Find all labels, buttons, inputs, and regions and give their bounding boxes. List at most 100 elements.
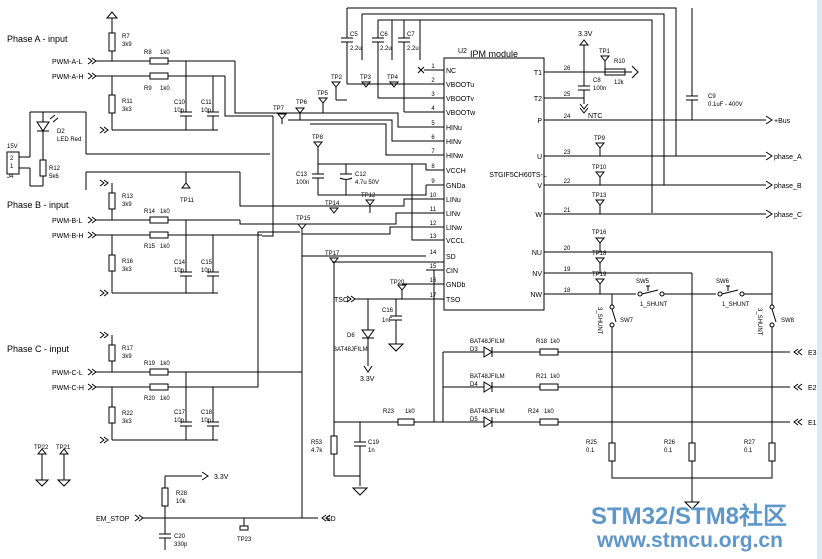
tp22: TP22 [34, 445, 50, 487]
tp9: TP9 [594, 136, 606, 156]
ipm-pin-number: 17 [430, 293, 437, 299]
ipm-pin-number: 18 [564, 288, 571, 294]
c6-val: 2.2u [380, 46, 392, 52]
r19-val: 1k0 [160, 361, 170, 367]
ipm-pin-name: T1 [534, 70, 542, 77]
ipm-pin-number: 21 [564, 208, 571, 214]
plus-bus-arrow-icon [765, 115, 773, 125]
ipm-pin-name: U [537, 154, 542, 161]
r15-val: 1k0 [160, 244, 170, 250]
net-phase-a-out: phase_A [774, 154, 802, 161]
testpoints: TP1 TP2 TP3 TP4 TP5 TP6 TP7 TP8 TP9 TP10… [34, 49, 611, 487]
r14-val: 1k0 [160, 209, 170, 215]
sw7-ref[interactable]: SW7 [620, 318, 634, 324]
c16-val: 1nF [382, 318, 393, 324]
tp15-label: TP15 [296, 216, 311, 222]
r11-ref: R11 [122, 99, 133, 105]
r28-ref: R28 [176, 491, 188, 497]
sw6-val[interactable]: 1_SHUNT [722, 302, 750, 308]
ipm-pin-name: GNDa [446, 183, 466, 190]
r24-val: 1k0 [544, 409, 554, 415]
d2-ref: D2 [57, 129, 65, 135]
net-pwm-b-l: PWM-B-L [52, 218, 82, 225]
r8-ref: R8 [144, 50, 152, 56]
c12-ref: C12 [355, 172, 367, 178]
ipm-pin-name: GNDb [446, 282, 466, 289]
r28-v33-arrow-icon [201, 471, 209, 481]
net-3v3-top: 3.3V [578, 31, 593, 38]
r17-val: 3k9 [122, 354, 132, 360]
ipm-pin-number: 23 [564, 150, 571, 156]
c8-val: 100n [593, 86, 606, 92]
sw6-ref[interactable]: SW6 [716, 279, 730, 285]
pwm-b-h-connector-icon [87, 231, 97, 239]
phase-a-title: Phase A - input [7, 34, 68, 44]
c14-val: 10p [174, 268, 185, 274]
tp6: TP6 [294, 100, 308, 120]
c18-ref: C18 [201, 410, 213, 416]
r9-ref: R9 [144, 86, 152, 92]
ipm-pin-number: 5 [431, 121, 435, 127]
r22-ref: R22 [122, 411, 134, 417]
ipm-pin-name: NU [532, 250, 542, 257]
ipm-pin-number: 16 [430, 278, 437, 284]
ground-c19-icon [351, 487, 369, 496]
ipm-ref: U2 [458, 48, 467, 55]
ipm-pin-name: VBOOTu [446, 82, 474, 89]
ipm-pin-number: 24 [564, 114, 571, 120]
sw8-ref[interactable]: SW8 [781, 318, 795, 324]
r26-val: 0.1 [664, 448, 673, 454]
pwm-a-l-connector-icon [87, 57, 97, 65]
bootstrap-caps: C5 2.2u C6 2.2u C7 2.2u [341, 7, 677, 213]
ipm-pin-name: SD [446, 254, 456, 261]
led-indicator: 15V 2 1 J4 D2 LED Red R12 5k6 [6, 111, 270, 187]
sw8-val[interactable]: 3_SHUNT [756, 308, 762, 336]
c20-val: 330p [174, 542, 188, 548]
phase-b-out-arrow-icon [765, 180, 773, 190]
r25-val: 0.1 [586, 448, 595, 454]
net-e2: E2 [808, 385, 817, 392]
phase-a-out-arrow-icon [765, 151, 773, 161]
sw7-val[interactable]: 3_SHUNT [596, 307, 602, 335]
c10-ref: C10 [174, 100, 186, 106]
ipm-module: IPM module U2 STGIF5CH60TS-L 1NC2VBOOTu3… [430, 48, 571, 311]
net-plus-bus: +Bus [774, 118, 791, 125]
r12-ref: R12 [49, 166, 61, 172]
tp18-label: TP18 [592, 251, 607, 257]
ipm-title: IPM module [470, 49, 518, 59]
d4-val: BAT48JFILM [470, 374, 505, 380]
tp7: TP7 [273, 106, 288, 124]
phase-c-out-arrow-icon [765, 209, 773, 219]
ipm-pin-number: 3 [431, 92, 435, 98]
tp20: TP20 [390, 280, 408, 299]
net-em-stop: EM_STOP [96, 516, 130, 523]
tp2-label: TP2 [331, 75, 343, 81]
net-pwm-a-h: PWM-A-H [52, 74, 84, 81]
r27-val: 0.1 [744, 448, 753, 454]
c6-ref: C6 [380, 32, 388, 38]
ipm-pin-name: NV [532, 271, 542, 278]
sw5-val[interactable]: 1_SHUNT [640, 302, 668, 308]
ipm-pin-number: 22 [564, 179, 571, 185]
vdd-arrow-icon [105, 11, 119, 19]
ipm-pin-number: 4 [431, 106, 435, 112]
ipm-pin-number: 6 [431, 135, 435, 141]
r17-ref: R17 [122, 346, 134, 352]
tp1-label: TP1 [599, 49, 611, 55]
tp6-label: TP6 [296, 100, 308, 106]
tp11: TP11 [180, 172, 195, 204]
ground-c16-icon [387, 343, 405, 352]
ntc-arrow-icon [579, 103, 589, 114]
tso-network: TSO D6 BAT48JFILM 3.3V C16 1nF [333, 83, 444, 422]
c18-val: 10p [201, 418, 212, 424]
c11-ref: C11 [201, 100, 212, 106]
sw5-ref[interactable]: SW5 [636, 279, 650, 285]
r21-ref: R21 [536, 374, 548, 380]
ipm-pin-number: 14 [430, 250, 437, 256]
r16-val: 3k3 [122, 267, 132, 273]
ipm-pin-name: HINw [446, 153, 464, 160]
ipm-pin-number: 15 [430, 264, 437, 270]
tp10-label: TP10 [592, 165, 607, 171]
tp5: TP5 [317, 91, 329, 113]
tp11-label: TP11 [180, 198, 195, 204]
